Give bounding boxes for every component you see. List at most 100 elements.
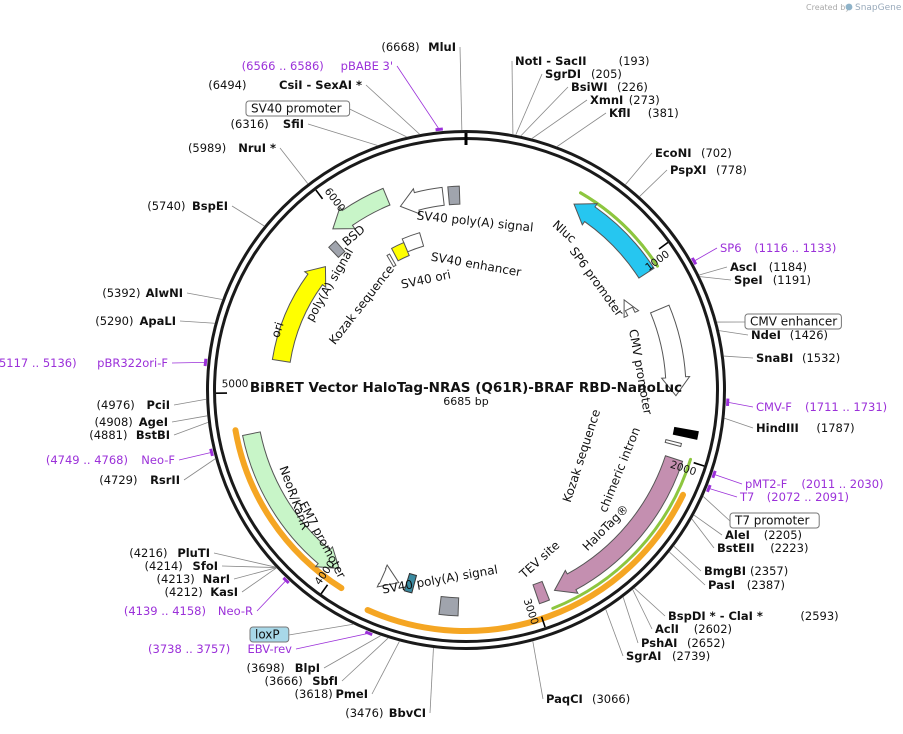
site-paqci[interactable]: PaqCI(3066) [546,692,630,706]
site-bspei[interactable]: BspEI(5740) [147,199,228,213]
site-sbfi[interactable]: SbfI(3666) [265,674,338,688]
site-kasi[interactable]: KasI(4212) [165,585,238,599]
site-position: (1532) [802,351,840,365]
primer-neo-f[interactable]: Neo-F(4749 .. 4768) [46,453,175,467]
site-bstbi[interactable]: BstBI(4881) [89,428,170,442]
primer-pbabe-3[interactable]: pBABE 3'(6566 .. 6586) [242,59,393,73]
site-snabi[interactable]: SnaBI(1532) [756,351,840,365]
site-position: (3618) [295,687,333,701]
site-name: EcoNI [655,146,691,160]
site-apali[interactable]: ApaLI(5290) [95,314,176,328]
site-ndei[interactable]: NdeI(1426) [751,328,828,342]
feature-sv40-enhancer-block[interactable] [401,232,425,253]
site-position: (702) [701,146,732,160]
feature-sv40-polya-upper-block[interactable] [447,185,461,206]
feature-small-blue-block[interactable] [403,572,418,594]
site-bmgbi[interactable]: BmgBI(2357) [704,564,788,578]
feature-halotag-arrow[interactable] [553,455,684,594]
site-bspdi-clai[interactable]: BspDI * - ClaI *(2593) [668,609,839,623]
feature-kozak-bar[interactable] [672,426,699,440]
site-pshai[interactable]: PshAI(2652) [641,636,725,650]
site-pluti[interactable]: PluTI(4216) [129,546,210,560]
site-kfli[interactable]: KflI(381) [609,106,679,120]
site-leader-line [307,123,378,146]
site-bsteii[interactable]: BstEII(2223) [717,541,808,555]
feature-ori-arrow[interactable] [271,266,327,363]
site-position: (1787) [816,421,854,435]
site-position: (381) [648,106,679,120]
primer-pbr322ori-f[interactable]: pBR322ori-F(5117 .. 5136) [0,356,168,370]
feature-polya-block[interactable] [328,240,346,259]
site-blpi[interactable]: BlpI(3698) [247,661,320,675]
primer-marker [711,470,717,479]
primer-marker [203,358,208,367]
site-name: SbfI [312,674,338,688]
site-asci[interactable]: AscI(1184) [730,260,807,274]
site-rsrii[interactable]: RsrII(4729) [99,473,180,487]
site-xmni[interactable]: XmnI(273) [590,93,660,107]
feature-sp6-promoter-arrow[interactable] [623,298,640,319]
feature-kozak-small-block[interactable] [386,253,397,268]
site-name: SgrAI [626,649,661,663]
site-alwni[interactable]: AlwNI(5392) [102,286,183,300]
primer-neo-r[interactable]: Neo-R(4139 .. 4158) [124,604,253,618]
site-pmei[interactable]: PmeI(3618) [295,687,368,701]
boxed-feature-loxp[interactable]: loxP [249,626,290,643]
site-name: PmeI [336,687,369,701]
primer-leader-line [708,488,738,498]
feature-em7-promoter-arrow[interactable] [376,564,400,588]
primer-ebv-rev[interactable]: EBV-rev(3738 .. 3757) [148,642,292,656]
site-position: (4976) [97,398,135,412]
feature-sv40-polya-lower-block[interactable] [438,595,460,617]
site-position: (4729) [99,473,137,487]
site-mlui[interactable]: MluI(6668) [381,40,456,54]
site-nari[interactable]: NarI(4213) [157,572,230,586]
feature-neor-kanr-arrow[interactable] [241,431,340,570]
site-pcii[interactable]: PciI(4976) [97,398,170,412]
site-sfii[interactable]: SfiI(6316) [231,117,304,131]
primer-range: (3738 .. 3757) [148,642,230,656]
site-leader-line [515,73,543,135]
site-econi[interactable]: EcoNI (702) [655,146,732,160]
primer-t7[interactable]: T7(2072 .. 2091) [739,490,849,504]
site-position: (2387) [747,578,785,592]
feature-sv40-polya-upper-arrow[interactable] [399,186,445,215]
site-acli[interactable]: AclI(2602) [655,622,732,636]
site-name: SpeI [734,273,763,287]
site-sgrdi[interactable]: SgrDI(205) [545,67,622,81]
primer-pmt2-f[interactable]: pMT2-F(2011 .. 2030) [745,477,884,491]
site-hindiii[interactable]: HindIII(1787) [756,421,855,435]
primer-sp6[interactable]: SP6(1116 .. 1133) [720,241,836,255]
feature-sv40-ori-block[interactable] [390,241,410,262]
site-sfoi[interactable]: SfoI(4214) [145,559,218,573]
feature-tev-site-block[interactable] [532,580,551,605]
boxed-feature-cmv-enhancer[interactable]: CMV enhancer [744,313,842,330]
boxed-feature-sv40-promoter[interactable]: SV40 promoter [245,100,351,117]
boxed-feature-t7-promoter[interactable]: T7 promoter [729,512,820,529]
site-agei[interactable]: AgeI(4908) [95,415,168,429]
orf-halotag-highlight [364,491,687,634]
site-bbvci[interactable]: BbvCI(3476) [345,706,426,720]
site-name: BspDI * - ClaI * [668,609,763,623]
site-sgrai[interactable]: SgrAI(2739) [626,649,710,663]
feature-nluc-arrow[interactable] [573,203,655,279]
feature-cmv-promoter-arrow[interactable] [649,304,691,397]
site-name: PasI [708,578,735,592]
primer-leader-line [295,632,369,650]
primer-cmv-f[interactable]: CMV-F(1711 .. 1731) [756,400,887,414]
site-leader-line [171,415,208,423]
site-nrui[interactable]: NruI *(5989) [188,141,276,155]
site-spei[interactable]: SpeI(1191) [734,273,811,287]
site-leader-line [459,46,463,131]
site-alei[interactable]: AleI(2205) [725,528,802,542]
site-pasi[interactable]: PasI (2387) [708,578,785,592]
site-leader-line [173,398,207,406]
site-bsiwi[interactable]: BsiWI(226) [571,80,648,94]
feature-bsd-arrow[interactable] [332,187,391,230]
site-noti-sacii[interactable]: NotI - SacII(193) [515,54,650,68]
primer-name: SP6 [720,241,742,255]
feature-intron-bar[interactable] [664,439,683,448]
site-name: BsiWI [571,80,608,94]
site-csii-sexai[interactable]: CsiI - SexAI *(6494) [208,78,362,92]
site-pspxi[interactable]: PspXI(778) [670,163,747,177]
